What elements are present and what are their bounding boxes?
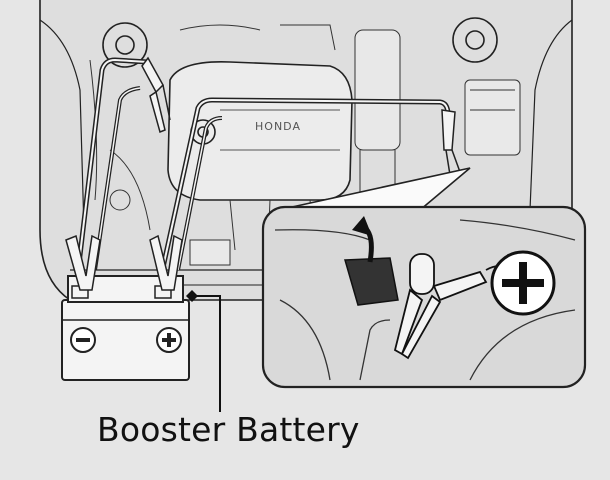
booster-negative-symbol: [70, 327, 96, 353]
inset-clamp: [393, 253, 511, 360]
inset-plus-symbol: [490, 250, 556, 316]
callout-leader: [186, 290, 221, 412]
lift-arrow-icon: [352, 216, 374, 263]
booster-positive-symbol: [156, 327, 182, 353]
booster-battery-label: Booster Battery: [97, 410, 360, 449]
engine-components: [89, 24, 521, 266]
jumper-cables: [75, 57, 451, 273]
ground-clamp: [141, 56, 171, 134]
hood-brand-text: HONDA: [255, 120, 301, 133]
positive-clamp-on-car: [441, 109, 461, 176]
booster-battery: [61, 234, 190, 381]
positive-terminal-inset: [261, 167, 587, 389]
